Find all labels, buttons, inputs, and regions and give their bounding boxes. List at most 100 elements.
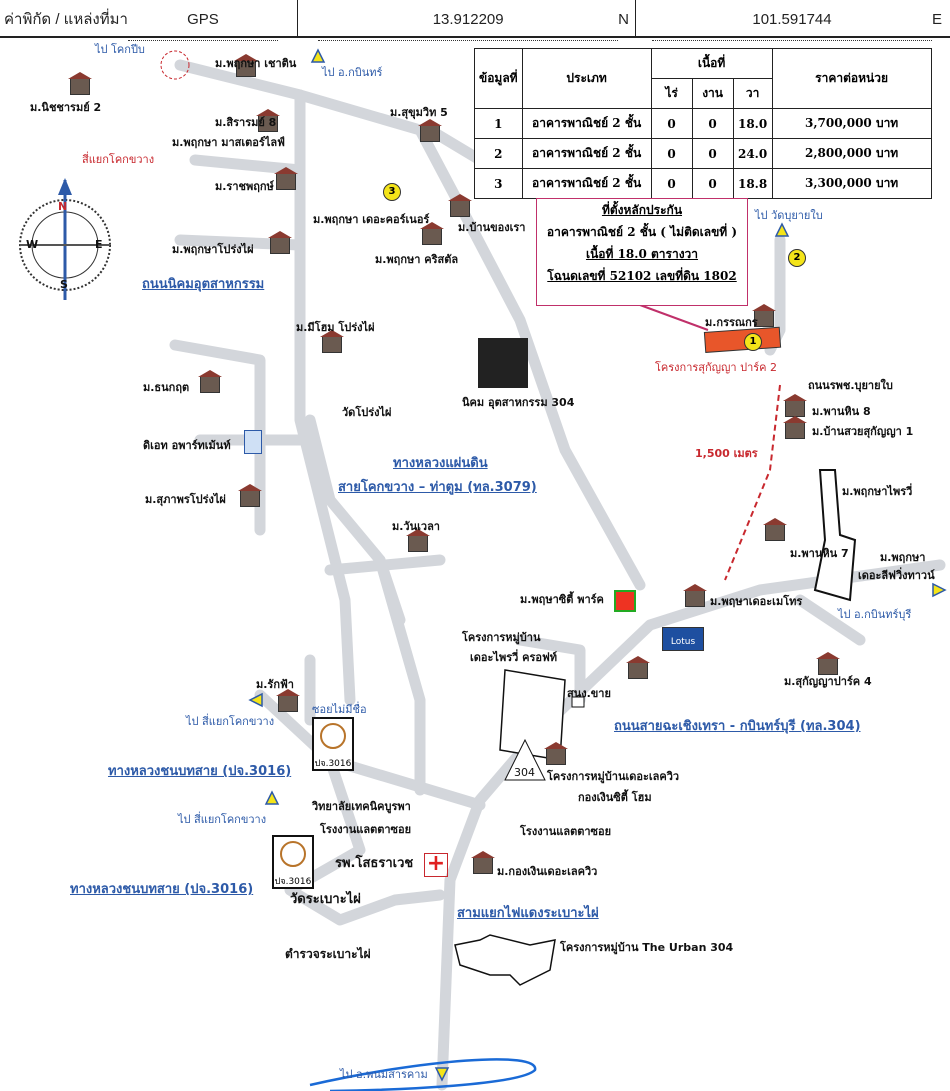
marker-3: 3 [383,183,401,201]
road [169,339,266,536]
compass-w: W [26,238,39,251]
house-icon [816,652,840,675]
col-wa: วา [732,78,773,109]
label: ม.กองเงินเดอะเลควิว [497,865,598,878]
pj3016-sign: ปจ.3016 [312,717,354,771]
label: ดิเอท อพาร์ทเม้นท์ [143,439,231,452]
label: ม.พฤษาเดอะเมโทร [710,595,803,608]
house-icon [783,416,807,439]
label: ม.วันเวลา [392,520,440,533]
label: นิคม อุตสาหกรรม 304 [462,396,575,409]
label: โรงงานแลตตาซอย [520,825,612,838]
sales-office [571,696,585,708]
collateral-box: ที่ตั้งหลักประกัน อาคารพาณิชย์ 2 ชั้น ( … [536,198,748,306]
label: ซอยไม่มีชื่อ [312,703,367,716]
house-icon [683,584,707,607]
house-icon [783,394,807,417]
marker-1: 1 [744,333,762,351]
house-icon [238,484,262,507]
junction-circle [160,50,190,80]
price-table: ข้อมูลที่ประเภทเนื้อที่ราคาต่อหน่วย ไร่ง… [474,48,932,199]
col-no: ข้อมูลที่ [474,48,523,109]
compass-s: S [60,278,68,291]
road [294,89,356,706]
lon-suffix: E [931,11,942,28]
label: ม.รักฟ้า [256,678,294,691]
lotus-text: Lotus [670,637,696,647]
road-label-304[interactable]: ถนนสายฉะเชิงเทรา - กบินทร์บุรี (ทล.304) [614,719,861,734]
collateral-title: ที่ตั้งหลักประกัน [601,203,683,217]
label: โรงงานแลตตาซอย [320,823,412,836]
arrow-icons [248,48,947,1082]
label-distance: 1,500 เมตร [695,447,758,460]
col-type: ประเภท [521,48,652,109]
lat-suffix: N [618,11,629,28]
village-outline [813,469,857,602]
label: ม.พฤกษาโปร่งไผ่ [172,243,254,256]
label: ม.ราชพฤกษ์ [215,180,274,193]
label: ม.สุขุมวิท 5 [390,106,448,119]
col-ngan: งาน [691,78,734,109]
collateral-area: เนื้อที่ 18.0 ตารางวา [585,247,699,261]
label: โครงการหมู่บ้าน [462,631,541,644]
col-price: ราคาต่อหน่วย [771,48,932,109]
road-label-3079[interactable]: สายโคกขวาง – ท่าตูม (ทล.3079) [338,480,537,495]
label: สนง.ขาย [567,687,611,700]
house-icon [544,742,568,765]
sign-label: ปจ.3016 [274,877,312,887]
label: ตำรวจระเบาะไผ่ [285,947,371,961]
label: ม.พฤกษา คริสตัล [375,253,459,266]
factory-icon [478,338,528,388]
label: ม.พฤกษา เดอะคอร์เนอร์ [313,213,430,226]
road-label-highway[interactable]: ทางหลวงแผ่นดิน [393,456,488,471]
marker-2: 2 [788,249,806,267]
label: ม.พานหิน 8 [812,405,871,418]
label: ม.พฤษาซิตี้ พาร์ค [520,593,604,606]
label-junction: สี่แยกโคกขวาง [82,153,155,166]
road [794,594,866,646]
label-to-kabinburi: ไป อ.กบินทร์บุรี [838,608,912,621]
label-to-khokkhwang: ไป สี่แยกโคกขวาง [186,715,275,728]
house-icon [471,851,495,874]
road-label-3016[interactable]: ทางหลวงชนบทสาย (ปจ.3016) [70,882,254,897]
bigc-logo [614,590,636,612]
label: ม.สุกัญญาปาร์ค 4 [784,675,872,688]
urban304-outline [454,934,556,986]
label: ม.ธนกฤต [143,381,190,394]
house-icon [406,529,430,552]
sign-label: ปจ.3016 [314,759,352,769]
label-to-khokkhwang: ไป สี่แยกโคกขวาง [178,813,267,826]
house-icon [198,370,222,393]
label: โครงการหมู่บ้าน The Urban 304 [560,941,734,954]
house-icon [276,689,300,712]
col-rai: ไร่ [650,78,693,109]
distance-dashed-line [724,384,781,581]
compass-icon [19,178,111,300]
house-icon [418,119,442,142]
house-icon [448,194,472,217]
label: วัดระเบาะไผ่ [290,892,361,907]
label: ม.นิชชารมย์ 2 [30,101,102,114]
house-icon [752,304,776,327]
label: ถนนรพช.บุยายใบ [808,379,893,392]
signature-scribble [309,1058,537,1091]
label: ม.บ้านของเรา [458,221,526,234]
label: โครงการหมู่บ้านเดอะเลควิว [547,770,680,783]
hospital-cross-icon: + [424,853,448,877]
label: เดอะลีฟวิ่งทาวน์ [858,569,935,582]
road-label-nikhom[interactable]: ถนนนิคมอุตสาหกรรม [142,277,265,292]
collateral-deed: โฉนดเลขที่ 52102 เลขที่ดิน 1802 [547,269,737,283]
label: วัดโปร่งไผ่ [342,406,392,419]
label-to-wat-buyaibai: ไป วัดบุยายใบ [755,209,823,222]
house-icon [626,656,650,679]
house-icon [763,518,787,541]
col-area: เนื้อที่ [650,48,773,79]
house-icon [320,330,344,353]
label: กองเงินซิตี้ โฮม [578,791,652,804]
road-label-3016[interactable]: ทางหลวงชนบทสาย (ปจ.3016) [108,764,292,779]
road-label-rabao[interactable]: สามแยกไฟแดงระเบาะไผ่ [457,906,599,921]
road [514,634,586,706]
pointer-line [639,304,709,331]
